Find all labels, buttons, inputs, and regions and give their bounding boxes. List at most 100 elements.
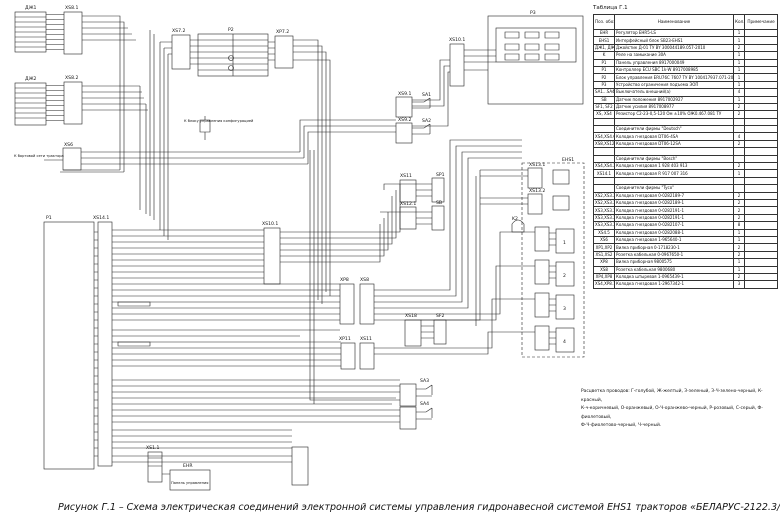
bom-ref	[593, 117, 615, 127]
bom-name: Соединители фирмы "Bosch"	[614, 154, 734, 164]
xs8-2-connector	[63, 81, 83, 125]
bom-ref: SB	[593, 95, 615, 104]
xs9-2-label: XS9.2	[398, 117, 411, 123]
xs9-2-connector	[395, 122, 413, 144]
bom-qty: 2	[733, 198, 745, 208]
bom-name: Колодка гнездовая 0-0282191-1	[614, 213, 734, 223]
bom-ref	[593, 184, 615, 193]
section-3-label: 3	[563, 306, 566, 312]
xs13-1-connector	[527, 167, 543, 189]
ehs1-label: EHS1	[562, 157, 574, 163]
bom-note	[744, 162, 778, 171]
xs1-1-label: XS1.1	[146, 445, 159, 451]
bom-name: Колодка гнездовая 0-0282191-1	[614, 206, 734, 215]
bom-qty: 8	[733, 221, 745, 230]
bom-name: Регулятор EHR5-LS	[614, 28, 734, 38]
bom-name: Резистор С2-23-0,5-120 Ом ±10% ОЖ0.467.0…	[614, 110, 734, 119]
bom-qty: 1	[733, 228, 745, 237]
sa2-label: SA2	[422, 118, 431, 124]
xs18-connector	[404, 319, 422, 347]
bom-row: Соединители фирмы "Bosch"	[593, 154, 778, 164]
xs11-connector	[399, 179, 417, 203]
bom-name: Розетка кабельная 0-0967650-1	[614, 250, 734, 260]
bom-ref: XS8	[593, 265, 615, 274]
bom-qty: 2	[733, 213, 745, 223]
bom-note	[744, 58, 778, 67]
xs13-2-connector	[527, 193, 543, 215]
bom-note	[744, 272, 778, 282]
bom-ref: SF1, SF2	[593, 102, 615, 112]
bom-name: Колодка гнездовая 0-0282107-1	[614, 221, 734, 230]
bom-qty: 1	[733, 58, 745, 67]
bom-qty: 4	[733, 132, 745, 141]
xs9-1-label: XS9.1	[398, 91, 411, 97]
xs7-2-connector	[171, 34, 191, 70]
wire-color-legend: Расцветка проводов: Г-голубой, Ж-желтый,…	[581, 388, 771, 431]
xs13-1-label: XS13.1	[529, 162, 545, 168]
bom-note	[744, 132, 778, 141]
bom-name: Контроллер ECU SBC 1k-W 8917008985	[614, 65, 734, 75]
bom-ref: ДЖ1, ДЖ2	[593, 43, 615, 53]
xs6-label: XS6	[64, 142, 73, 148]
section-3-block	[555, 294, 575, 320]
k2-relay	[511, 219, 525, 233]
bom-qty: 1	[733, 36, 745, 45]
bom-qty: 1	[733, 265, 745, 274]
bom-note	[744, 147, 778, 156]
legend-line: Ф-Ч-фиолетово-черный, Ч-черный.	[581, 423, 662, 428]
bom-ref: XS14.1	[593, 169, 615, 178]
bom-name: Блок управления ERU76C 7607 ТУ BY 100417…	[614, 73, 734, 82]
bom-note	[744, 169, 778, 178]
legend-line: К-ч-коричневый, О-оранжевый, О-Ч-оранжев…	[581, 406, 763, 420]
bom-name: Колодка гнездовая DT06-4SA	[614, 132, 734, 141]
bom-note	[744, 235, 778, 245]
bom-note	[744, 28, 778, 38]
bom-ref	[593, 125, 615, 134]
sb-sensor	[431, 205, 445, 231]
bom-qty	[733, 117, 745, 127]
bom-row	[593, 147, 778, 156]
bom-qty: 2	[733, 110, 745, 119]
sp1-sensor	[431, 177, 445, 203]
section-1-label: 1	[563, 240, 566, 246]
bom-name: Датчик положения 8917002927	[614, 95, 734, 104]
xp8-connector	[339, 283, 355, 325]
p1-panel	[43, 221, 95, 470]
bom-qty: 2	[733, 272, 745, 282]
bom-ref: XS2,XS3.2	[593, 198, 615, 208]
k2-label: K2	[512, 216, 518, 222]
bom-ref: K	[593, 51, 615, 60]
section-4-label: 4	[563, 339, 566, 345]
bom-note	[744, 243, 778, 252]
bom-name: Датчик усилия 8917008977	[614, 102, 734, 112]
bom-note	[744, 117, 778, 127]
sb-label: SB	[436, 200, 442, 206]
bom-ref	[593, 154, 615, 164]
xp7-2-connector	[274, 35, 294, 69]
bom-ref: P3	[593, 80, 615, 90]
bom-name: Колодка гнездовая 1-2967342-1	[614, 280, 734, 289]
bom-note	[744, 176, 778, 186]
xp11-label: XP11	[339, 336, 351, 342]
xs8-2-label: XS8.2	[65, 75, 78, 81]
bom-qty: 1	[733, 169, 745, 178]
ehr-panel	[169, 469, 211, 491]
bom-header-name: Наименование	[614, 14, 734, 30]
p1-label: P1	[46, 215, 52, 221]
bom-note	[744, 102, 778, 112]
bom-row: Соединители фирмы "Deutsch"	[593, 125, 778, 134]
xs11-mid-label: XS11	[360, 336, 372, 342]
bom-name: Выключатель внешний(а)	[614, 88, 734, 97]
bom-table: Таблица Г.1 Поз. обозна-чение Наименован…	[593, 5, 778, 289]
bom-note	[744, 110, 778, 119]
